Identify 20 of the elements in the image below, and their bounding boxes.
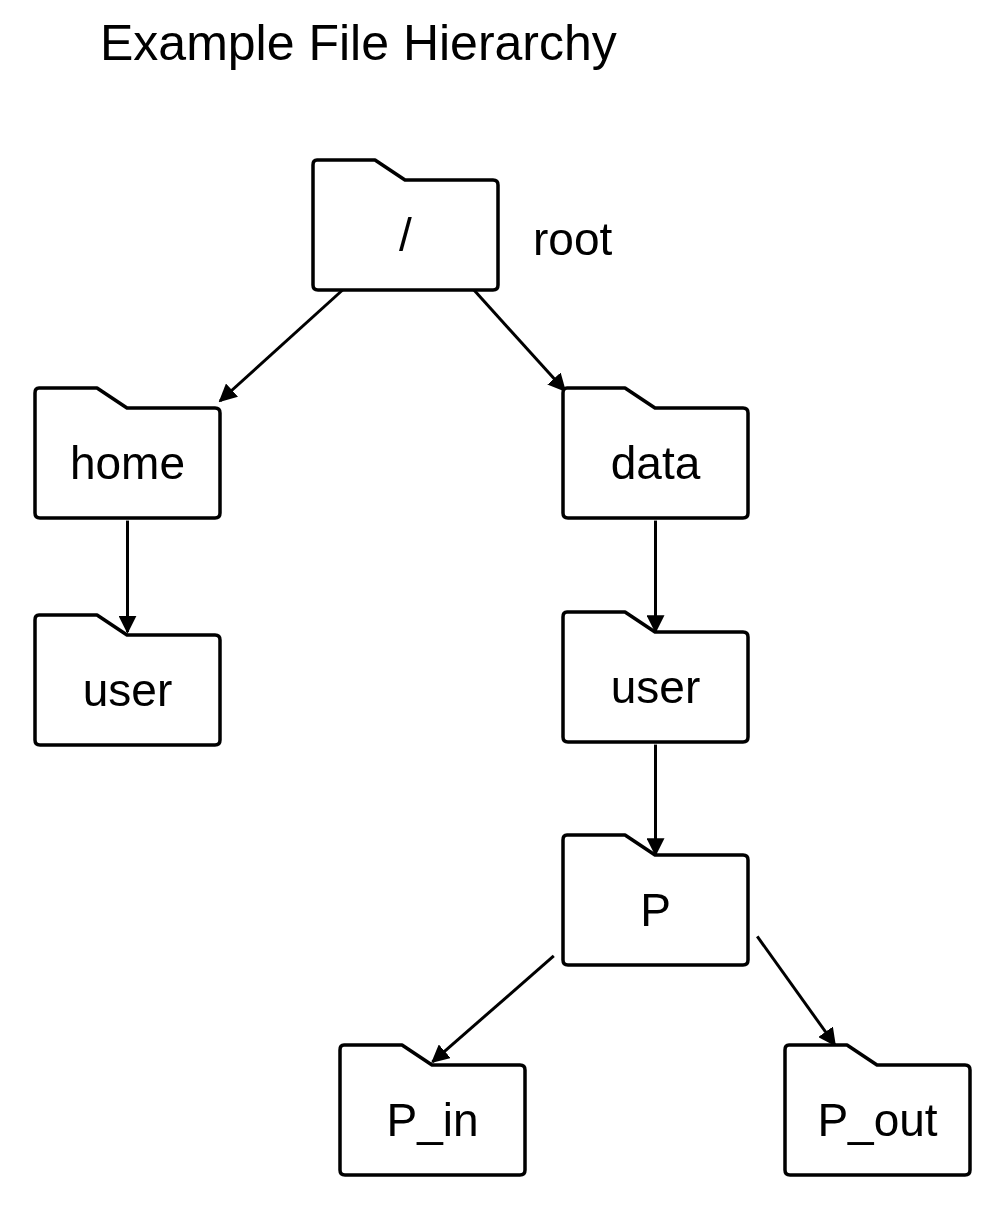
folder — [563, 388, 748, 518]
folder-name: P — [640, 883, 671, 937]
folder — [340, 1045, 525, 1175]
diagram-title: Example File Hierarchy — [100, 14, 617, 72]
folder-name: / — [399, 208, 412, 262]
arrow — [118, 520, 137, 634]
folder-name: home — [69, 436, 186, 490]
folder-name: user — [82, 663, 173, 717]
folder-name: data — [610, 436, 701, 490]
folder — [35, 615, 220, 745]
folder — [563, 835, 748, 965]
folder-caption: root — [533, 212, 613, 266]
folder-name: user — [610, 660, 701, 714]
folder-name: P_out — [817, 1093, 938, 1147]
folder — [313, 160, 498, 290]
folder — [563, 612, 748, 742]
folder — [35, 388, 220, 518]
arrow — [431, 954, 555, 1064]
folder-name: P_in — [386, 1093, 479, 1147]
folder — [785, 1045, 970, 1175]
